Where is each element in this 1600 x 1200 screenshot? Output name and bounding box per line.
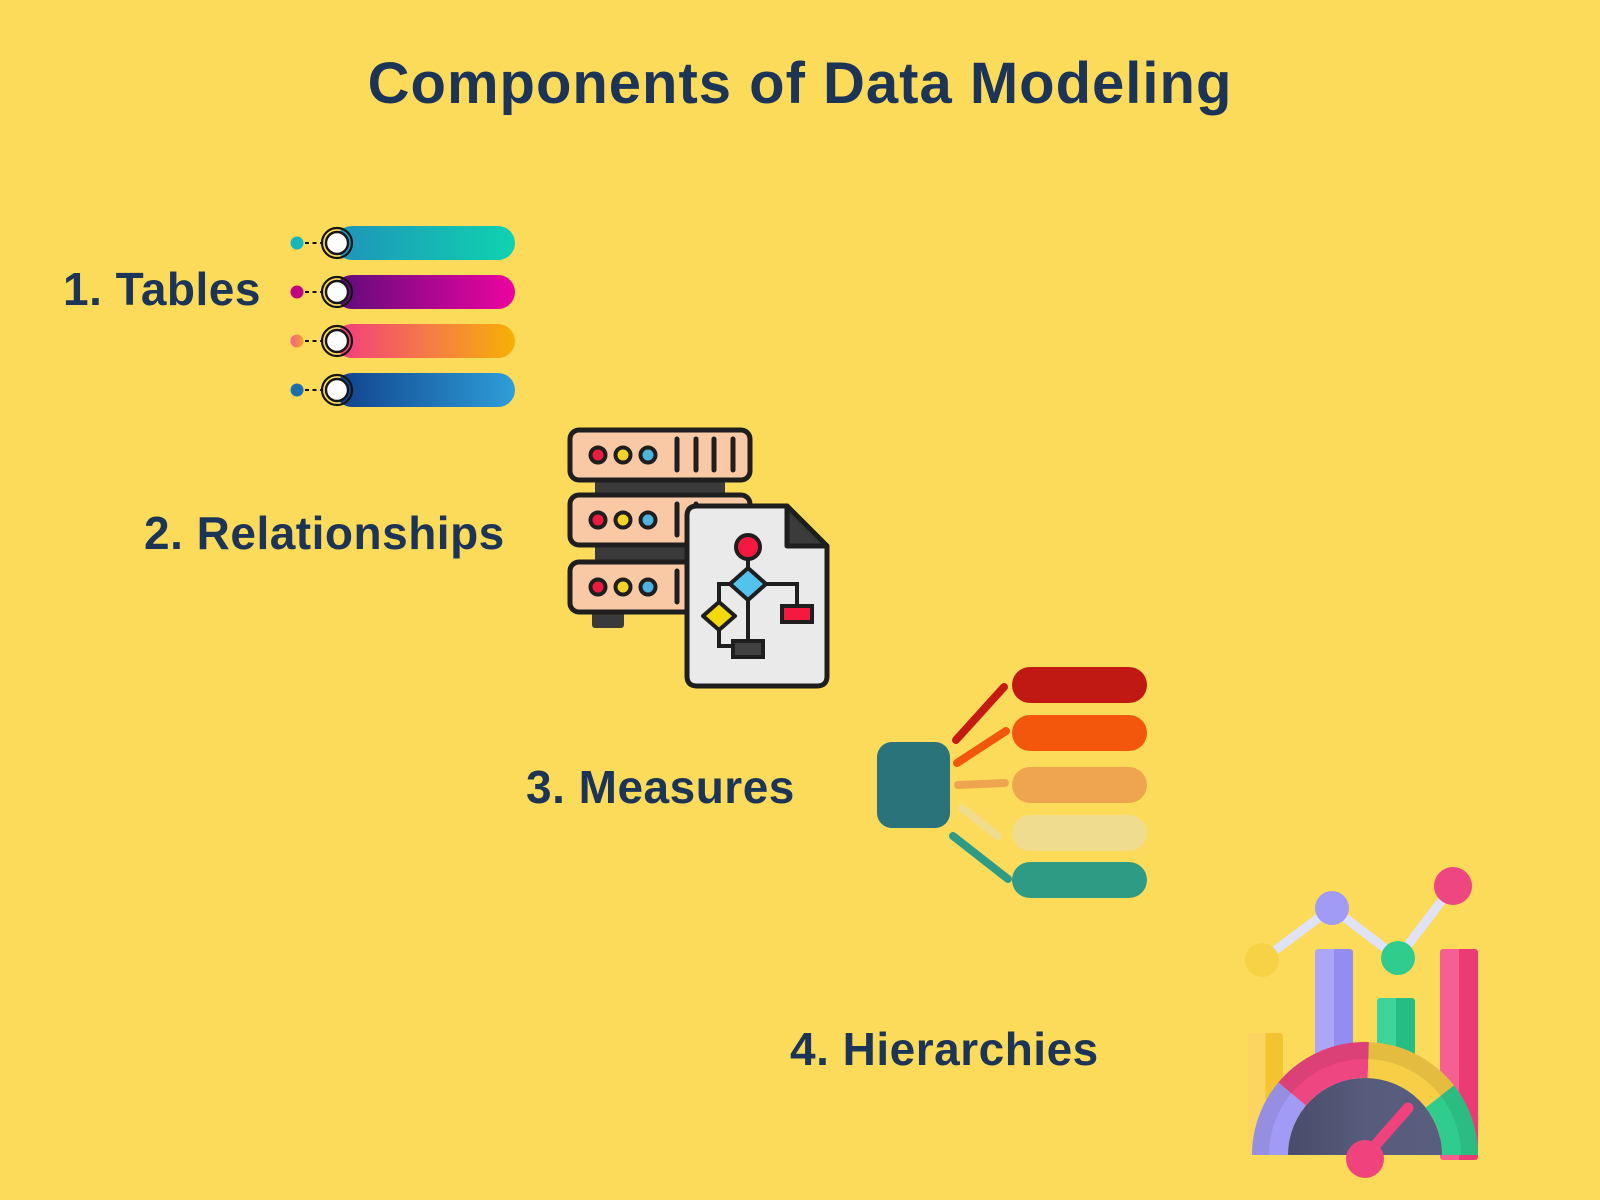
- mindmap-root-node: [877, 742, 950, 828]
- item-label-relationships: 2. Relationships: [144, 507, 505, 559]
- table-bar-row-1: [290, 226, 515, 260]
- item-label-hierarchies: 4. Hierarchies: [790, 1023, 1099, 1075]
- item-label-tables: 1. Tables: [63, 263, 261, 315]
- mindmap-icon: [877, 667, 1147, 898]
- gradient-bars-icon: [290, 226, 515, 407]
- table-bar-row-3: [290, 324, 515, 358]
- server-flowchart-icon: [567, 427, 830, 689]
- gauge: [1251, 1042, 1479, 1178]
- line-chart: [1245, 867, 1472, 977]
- table-bar-row-2: [290, 275, 515, 309]
- flowchart-document-icon: [684, 503, 830, 689]
- chart-gauge-icon: [1245, 867, 1479, 1178]
- page-title: Components of Data Modeling: [367, 51, 1233, 116]
- mindmap-branches: [949, 683, 1012, 883]
- item-label-measures: 3. Measures: [526, 761, 795, 813]
- mindmap-leaf-nodes: [1012, 667, 1147, 898]
- gauge-hub: [1346, 1140, 1384, 1178]
- table-bar-row-4: [290, 373, 515, 407]
